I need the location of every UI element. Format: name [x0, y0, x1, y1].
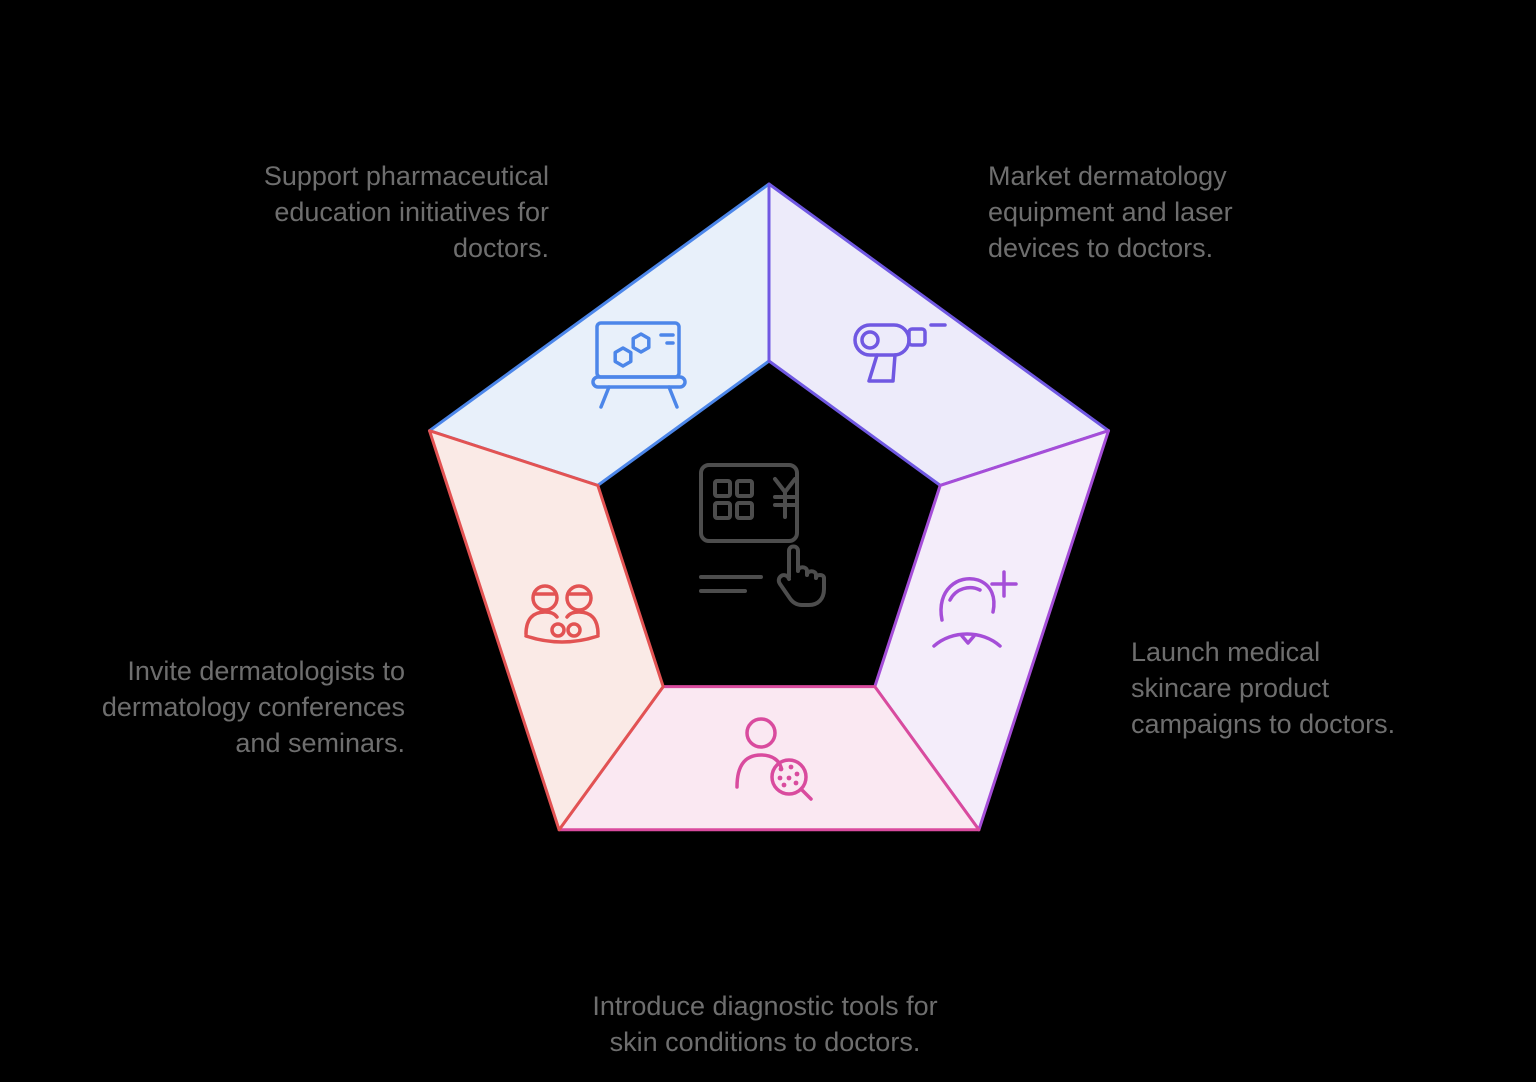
label-conferences: Invite dermatologists to dermatology con…: [25, 653, 405, 761]
label-line: skincare product: [1131, 673, 1330, 703]
label-line: dermatology conferences: [101, 692, 405, 722]
keypad-key: [735, 501, 754, 520]
receipt-lines: [699, 575, 763, 593]
magnifier-lens: [770, 758, 808, 796]
segment-left-shape: [428, 429, 665, 832]
dot: [786, 775, 792, 781]
label-line: devices to doctors.: [988, 233, 1214, 263]
laser-head: [907, 327, 927, 347]
shoulders: [932, 632, 1002, 648]
board-text-lines: [659, 333, 675, 345]
label-line: Market dermatology: [988, 161, 1227, 191]
label-line: campaigns to doctors.: [1131, 709, 1396, 739]
equipment-circle: [566, 622, 582, 638]
label-line: education initiatives for: [274, 197, 549, 227]
label-line: equipment and laser: [988, 197, 1233, 227]
dot: [788, 764, 794, 770]
hair-outline: [939, 577, 996, 622]
dot: [778, 766, 784, 772]
person-head: [745, 717, 777, 749]
tap-hand: [776, 544, 826, 607]
keypad-key: [713, 501, 732, 520]
desk-legs: [599, 385, 679, 409]
label-line: Support pharmaceutical: [263, 161, 549, 191]
keypad-key: [735, 479, 754, 498]
yen-symbol: [773, 477, 797, 519]
skin-dots: [777, 764, 800, 788]
magnifier-handle: [799, 787, 813, 801]
dot: [777, 775, 783, 781]
segment-left: [428, 429, 665, 832]
counter-line: [524, 634, 600, 644]
keypad-key: [713, 479, 732, 498]
plus-sign: [990, 570, 1018, 598]
label-diagnostic: Introduce diagnostic tools for skin cond…: [465, 988, 1065, 1060]
label-line: Invite dermatologists to: [127, 656, 405, 686]
laser-lens: [860, 330, 880, 350]
hair-fringe: [948, 586, 982, 602]
label-equipment: Market dermatology equipment and laser d…: [988, 158, 1328, 266]
person-magnifier-icon: [735, 717, 813, 801]
dot: [781, 782, 787, 788]
doctors-icon: [524, 584, 600, 644]
payment-terminal-hand-icon: [699, 463, 826, 607]
doctor-head: [531, 584, 559, 612]
doctor-body: [524, 610, 559, 636]
label-education: Support pharmaceutical education initiat…: [149, 158, 549, 266]
molecule-hexagon: [631, 332, 651, 354]
dot: [793, 780, 799, 786]
label-line: Introduce diagnostic tools for: [592, 991, 938, 1021]
segments: [428, 182, 1110, 832]
dot: [794, 771, 800, 777]
label-skincare: Launch medical skincare product campaign…: [1131, 634, 1471, 742]
equipment-circle: [550, 622, 566, 638]
laser-handle: [867, 353, 897, 383]
label-line: Launch medical: [1131, 637, 1321, 667]
molecule-hexagon: [613, 346, 633, 368]
collar: [960, 634, 976, 645]
label-line: skin conditions to doctors.: [609, 1027, 921, 1057]
laser-device-icon: [853, 323, 947, 383]
label-line: doctors.: [452, 233, 549, 263]
doctor-body: [565, 610, 600, 636]
desk-top: [591, 375, 687, 389]
label-line: and seminars.: [235, 728, 405, 758]
doctor-head: [565, 584, 593, 612]
terminal-body: [699, 463, 799, 543]
presentation-board-icon: [591, 321, 687, 409]
face-plus-icon: [932, 570, 1018, 648]
